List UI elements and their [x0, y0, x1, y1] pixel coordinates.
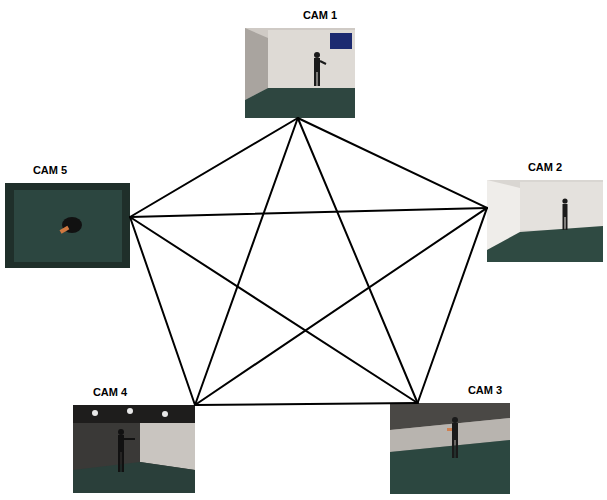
connector-stroke [298, 118, 418, 403]
connector-stroke [130, 217, 195, 405]
camera-node: CAM 2 [487, 180, 603, 262]
connector-line [195, 403, 418, 405]
camera-label: CAM 5 [33, 164, 67, 177]
connector-line [298, 118, 487, 208]
connector-line [195, 118, 298, 405]
camera-node: CAM 5 [5, 183, 130, 268]
connector-stroke [298, 118, 487, 208]
connector-stroke [195, 118, 298, 405]
connector-line [298, 118, 418, 403]
camera-node: CAM 4 [73, 405, 195, 493]
camera-node: CAM 3 [390, 403, 510, 494]
camera-photo [487, 180, 603, 262]
camera-label: CAM 2 [528, 161, 562, 174]
connector-stroke [418, 208, 487, 403]
camera-photo [245, 28, 355, 118]
camera-photo [390, 403, 510, 494]
camera-label: CAM 4 [93, 386, 127, 399]
connector-line [418, 208, 487, 403]
connector-line [130, 217, 195, 405]
connector-line [195, 208, 487, 405]
connector-line [130, 208, 487, 217]
connector-line [130, 217, 418, 403]
camera-photo [5, 183, 130, 268]
camera-label: CAM 1 [303, 9, 337, 22]
camera-photo [73, 405, 195, 493]
connector-stroke [195, 208, 487, 405]
connector-stroke [130, 217, 418, 403]
connector-line [130, 118, 298, 217]
connector-stroke [130, 208, 487, 217]
camera-label: CAM 3 [468, 384, 502, 397]
connector-stroke [195, 403, 418, 405]
connector-stroke [130, 118, 298, 217]
camera-node: CAM 1 [245, 28, 355, 118]
